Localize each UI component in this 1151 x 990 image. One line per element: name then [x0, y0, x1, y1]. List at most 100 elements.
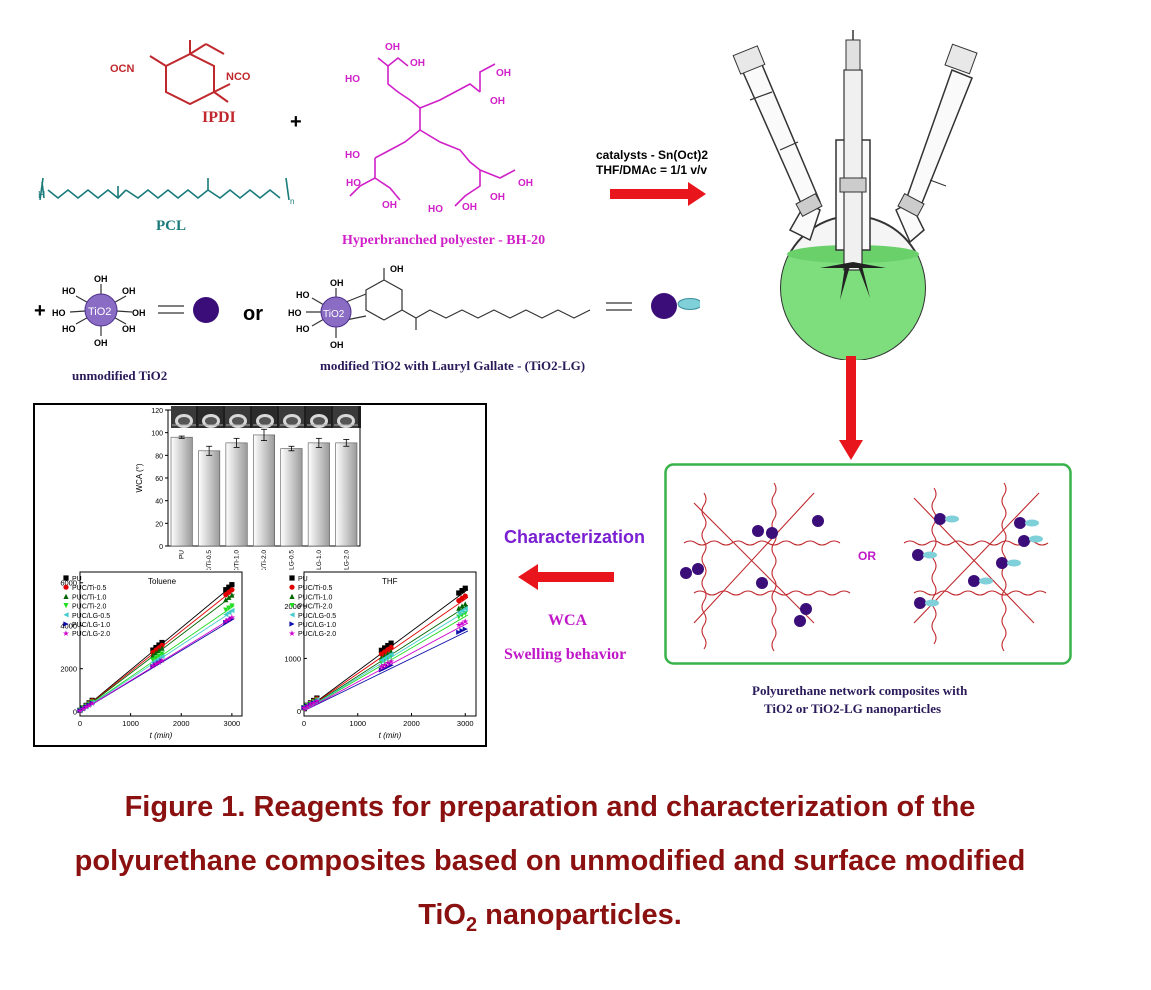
modified-tio2-label: modified TiO2 with Lauryl Gallate - (TiO…	[320, 358, 585, 373]
data-point	[456, 629, 462, 635]
data-point: ★	[381, 660, 388, 669]
wca-ytick-label: 40	[155, 499, 163, 506]
y-tick-label: 2000	[60, 665, 77, 674]
data-point	[223, 587, 229, 593]
x-tick-label: 3000	[224, 719, 241, 728]
data-point	[456, 610, 462, 616]
data-point	[462, 601, 468, 607]
data-point	[307, 701, 314, 708]
wca-bar	[280, 448, 303, 547]
data-point	[289, 575, 295, 581]
data-point	[289, 584, 295, 590]
data-point	[153, 655, 159, 661]
data-point	[226, 618, 232, 624]
legend-entry: PU	[298, 576, 308, 583]
wca-droplet-images	[171, 406, 361, 428]
data-point	[63, 593, 69, 599]
unmodified-tio2-label: unmodified TiO2	[72, 368, 167, 383]
wca-category-label: PUC/Ti-0.5	[206, 550, 213, 570]
data-point: ★	[378, 662, 385, 671]
bh20-oh-5: OH	[382, 200, 397, 211]
data-point: ★	[152, 660, 159, 669]
m-ho-3: HO	[296, 324, 310, 334]
legend-entry: PUC/LG-1.0	[298, 622, 336, 629]
data-point	[159, 653, 165, 660]
reaction-arrow-right	[610, 182, 706, 206]
pcl-structure	[39, 177, 290, 201]
data-point	[459, 603, 465, 609]
data-point	[301, 705, 307, 711]
ipdi-right-group: NCO	[226, 71, 251, 83]
data-point	[226, 605, 232, 611]
fit-line	[79, 616, 235, 713]
bh20-oh-2: OH	[410, 58, 425, 69]
data-point	[388, 662, 394, 668]
droplet-shade	[340, 417, 352, 425]
unmodified-oh-groups: OH OH HO OH HO OH HO OH	[52, 274, 146, 348]
u-oh-4: OH	[132, 308, 146, 318]
u-oh-5: OH	[122, 324, 136, 334]
data-point	[77, 707, 83, 714]
data-point	[63, 621, 69, 627]
data-point	[159, 645, 165, 651]
data-point	[80, 705, 86, 712]
x-tick-label: 1000	[122, 719, 139, 728]
bh20-structure	[349, 56, 516, 207]
pcl-label: PCL	[156, 218, 186, 234]
data-point	[229, 607, 235, 614]
wca-ytick-label: 100	[151, 431, 163, 438]
y-tick-label: 0	[297, 707, 301, 716]
data-point: ★	[384, 659, 391, 668]
nanoparticles-right	[912, 513, 1043, 609]
bh20-oh-6: OH	[490, 192, 505, 203]
wca-ytick-label: 0	[159, 544, 163, 551]
plus-sign-2: +	[34, 300, 46, 322]
right-funnel	[905, 69, 973, 210]
data-point	[462, 585, 468, 591]
data-point	[226, 609, 232, 616]
legend-entry: PUC/LG-1.0	[72, 622, 110, 629]
data-point	[229, 587, 235, 593]
data-point: ★	[307, 700, 314, 709]
droplet-shade	[259, 417, 271, 425]
bh20-ho-1: HO	[345, 74, 360, 85]
data-point	[223, 597, 229, 603]
m-ho-1: HO	[296, 290, 310, 300]
m-ho-2: HO	[288, 308, 302, 318]
data-point	[159, 639, 165, 646]
stirrer-blade-1	[820, 262, 853, 268]
legend-entry: PUC/Ti-2.0	[298, 604, 332, 611]
bh20-ho-3: HO	[346, 178, 361, 189]
conditions-line2: THF/DMAc = 1/1 v/v	[596, 163, 708, 177]
data-point	[289, 603, 295, 609]
data-point	[378, 667, 384, 673]
x-tick-label: 3000	[457, 719, 474, 728]
data-point	[226, 594, 232, 600]
wca-bar	[335, 442, 358, 547]
x-tick-label: 2000	[403, 719, 420, 728]
x-tick-label: 1000	[349, 719, 366, 728]
droplet-shade	[178, 417, 190, 425]
data-point	[63, 575, 69, 581]
data-point: ★	[79, 705, 86, 714]
characterization-item-swelling: Swelling behavior	[504, 646, 627, 663]
legend-entry: PUC/LG-2.0	[298, 631, 336, 638]
left-condenser	[741, 58, 821, 212]
data-point	[456, 605, 462, 611]
data-point	[289, 593, 295, 599]
ipdi-structure	[149, 40, 231, 106]
thf-swelling-chart: 0100020003000010002000t (min)t/qt (g g⁻¹…	[284, 571, 477, 740]
legend-entry: PUC/Ti-1.0	[298, 594, 332, 601]
data-point: ★	[458, 619, 465, 628]
or-word: or	[243, 303, 263, 325]
modified-particle-icon	[651, 293, 677, 319]
wca-ytick-label: 20	[155, 521, 163, 528]
data-point: ★	[300, 704, 307, 713]
caption-line-3-sub: 2	[466, 913, 478, 936]
x-tick-label: 0	[78, 719, 82, 728]
data-point	[378, 647, 384, 653]
data-point	[385, 664, 391, 670]
caption-line-3: TiO2 nanoparticles.	[0, 888, 1100, 952]
